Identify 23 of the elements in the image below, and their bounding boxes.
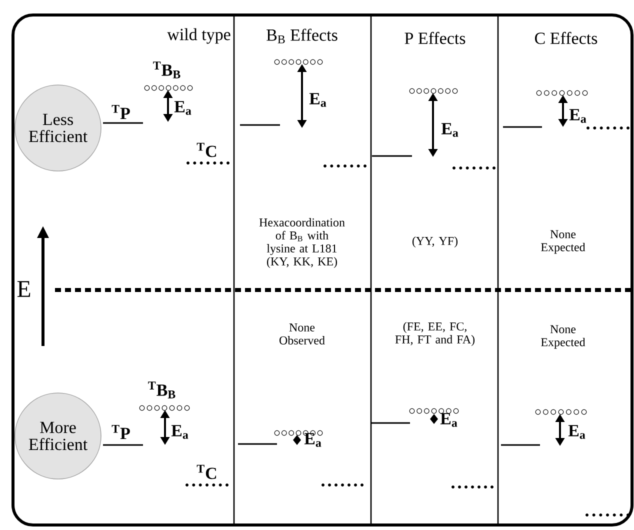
level-label: $^{T}$B$_{B}$ [148, 382, 176, 398]
column-header: B$_{B}$ Effects [266, 28, 338, 44]
cell-text: None Expected [541, 325, 586, 349]
level-label: $^{T}$C [196, 464, 216, 480]
cell-text: (FE, EE, FC, FH, FT and FA) [395, 322, 475, 346]
gap-label: E$_{a}$ [569, 109, 586, 123]
gap-label: E$_{a}$ [441, 123, 458, 137]
cell-text: None Expected [541, 230, 586, 254]
gap-label: E$_{a}$ [440, 413, 458, 427]
axis-label: E [17, 281, 30, 297]
level-label: $^{T}$B$_{B}$ [153, 62, 180, 78]
gap-label: E$_{a}$ [304, 433, 322, 447]
cell-text: (YY, YF) [412, 236, 458, 248]
gap-label: E$_{a}$ [171, 425, 188, 439]
gap-label: E$_{a}$ [568, 425, 586, 439]
gap-label: E$_{a}$ [309, 93, 326, 107]
cell-text: None Observed [280, 324, 325, 344]
column-header: C Effects [535, 32, 598, 44]
column-header: P Effects [404, 32, 466, 44]
cell-text: Hexacoordination of B$_{B}$ with lysine at L181 (KY, KK, KE) [259, 218, 345, 268]
column-header: wild type [167, 28, 230, 44]
gap-label: E$_{a}$ [174, 101, 192, 115]
level-label: $^{T}$C [196, 142, 216, 158]
